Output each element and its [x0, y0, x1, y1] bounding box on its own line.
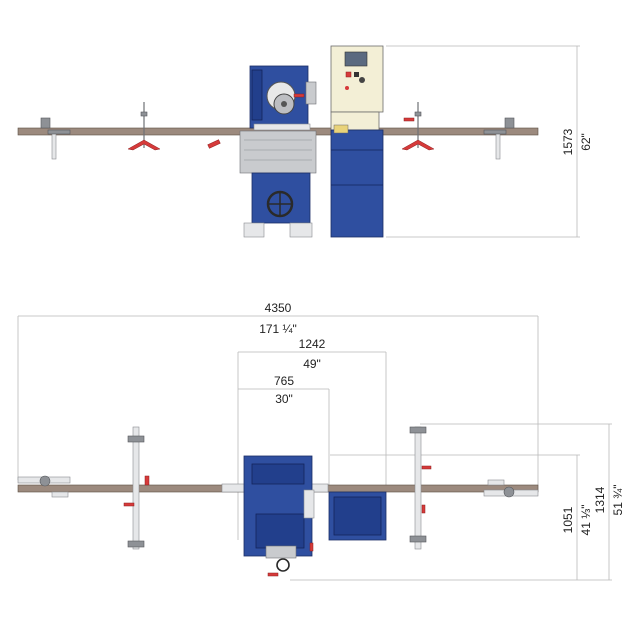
front-left-support	[127, 102, 221, 151]
length-in-label: 171 ¼"	[259, 322, 297, 336]
left-support-top-clamp	[127, 435, 145, 443]
saw-top-motor	[265, 545, 297, 559]
length-mm-label: 4350	[265, 301, 292, 315]
right-clamp-handle	[403, 117, 415, 122]
front-right-support	[401, 102, 435, 151]
right-support-bottom-clamp	[409, 535, 427, 543]
left-stop-block	[40, 117, 51, 129]
right-support-foot	[401, 139, 435, 151]
height-dimension: 1573 62"	[386, 45, 593, 238]
right-stop-clamp	[483, 129, 507, 135]
top-left-support	[123, 426, 150, 550]
indicator-light	[345, 86, 349, 90]
left-support-bottom-clamp	[127, 540, 145, 548]
saw-motor-side	[305, 81, 317, 105]
dim-1242-mm-label: 1242	[299, 337, 326, 351]
left-support-foot	[127, 139, 161, 151]
control-knob	[359, 77, 365, 83]
right-support-rail	[414, 426, 422, 550]
top-view: 4350 171 ¼" 1242 49" 765 30" 1051 41 ⅓"	[17, 301, 625, 581]
right-stop-leg	[495, 132, 501, 160]
front-left-end-stop	[40, 117, 71, 160]
left-support-red-lever	[123, 502, 135, 507]
dim-765-in-label: 30"	[275, 392, 293, 406]
saw-head-side	[251, 69, 263, 121]
control-button	[354, 72, 359, 77]
depth-1314-in-label: 51 ¾"	[611, 485, 625, 516]
saw-top-cabinet	[255, 513, 305, 549]
left-support-knob	[140, 111, 148, 117]
saw-label-plate	[253, 123, 311, 131]
height-in-label: 62"	[579, 133, 593, 151]
saw-arbor	[281, 101, 287, 107]
front-saw-machine	[239, 65, 317, 238]
right-support-top-clamp	[409, 426, 427, 434]
saw-top-red-lever	[267, 572, 279, 577]
front-control-cabinet	[330, 45, 384, 238]
control-cabinet-top-lid	[333, 496, 382, 536]
saw-foot-left	[243, 222, 265, 238]
saw-top-red-handle	[309, 542, 314, 552]
left-stop-bracket	[51, 491, 69, 498]
top-right-end-stop	[483, 479, 539, 498]
depth-dimensions: 1051 41 ⅓" 1314 51 ¾"	[290, 423, 625, 581]
top-handwheel-icon	[276, 558, 290, 572]
right-stop-block	[504, 117, 515, 129]
top-saw-machine	[243, 455, 315, 577]
length-dimension: 4350 171 ¼"	[17, 301, 539, 492]
right-stop-wheel	[503, 486, 515, 498]
saw-top-hood	[251, 463, 305, 485]
front-view: 1573 62"	[17, 45, 593, 238]
dim-765-mm-label: 765	[274, 374, 294, 388]
right-support-red-handle	[421, 504, 426, 514]
right-stop-bracket	[487, 479, 505, 486]
depth-1314-mm-label: 1314	[593, 486, 607, 513]
left-stop-leg	[51, 132, 57, 160]
right-support-red-lever	[421, 465, 432, 470]
saw-table	[239, 130, 317, 174]
top-left-end-stop	[17, 475, 71, 498]
left-support-red-handle	[144, 475, 150, 486]
depth-1051-in-label: 41 ⅓"	[579, 505, 593, 536]
display-screen	[344, 51, 368, 67]
top-right-support	[409, 426, 432, 550]
front-right-end-stop	[483, 117, 515, 160]
height-mm-label: 1573	[561, 128, 575, 155]
saw-top-fence	[303, 489, 315, 519]
dimension-765: 765 30"	[238, 374, 330, 492]
right-support-knob	[414, 111, 422, 117]
left-support-rail	[132, 426, 140, 550]
control-cabinet-body	[330, 129, 384, 238]
dimension-1242: 1242 49"	[237, 337, 387, 540]
saw-base-cabinet	[251, 172, 311, 224]
dim-1242-in-label: 49"	[303, 357, 321, 371]
left-clamp-handle	[207, 139, 221, 149]
saw-red-lever	[293, 93, 305, 98]
left-stop-wheel	[39, 475, 51, 487]
saw-foot-right	[289, 222, 313, 238]
control-cabinet-tag	[333, 124, 349, 134]
depth-1051-mm-label: 1051	[561, 506, 575, 533]
top-control-cabinet	[328, 491, 387, 541]
left-stop-clamp	[47, 129, 71, 135]
emergency-stop-button	[345, 71, 352, 78]
